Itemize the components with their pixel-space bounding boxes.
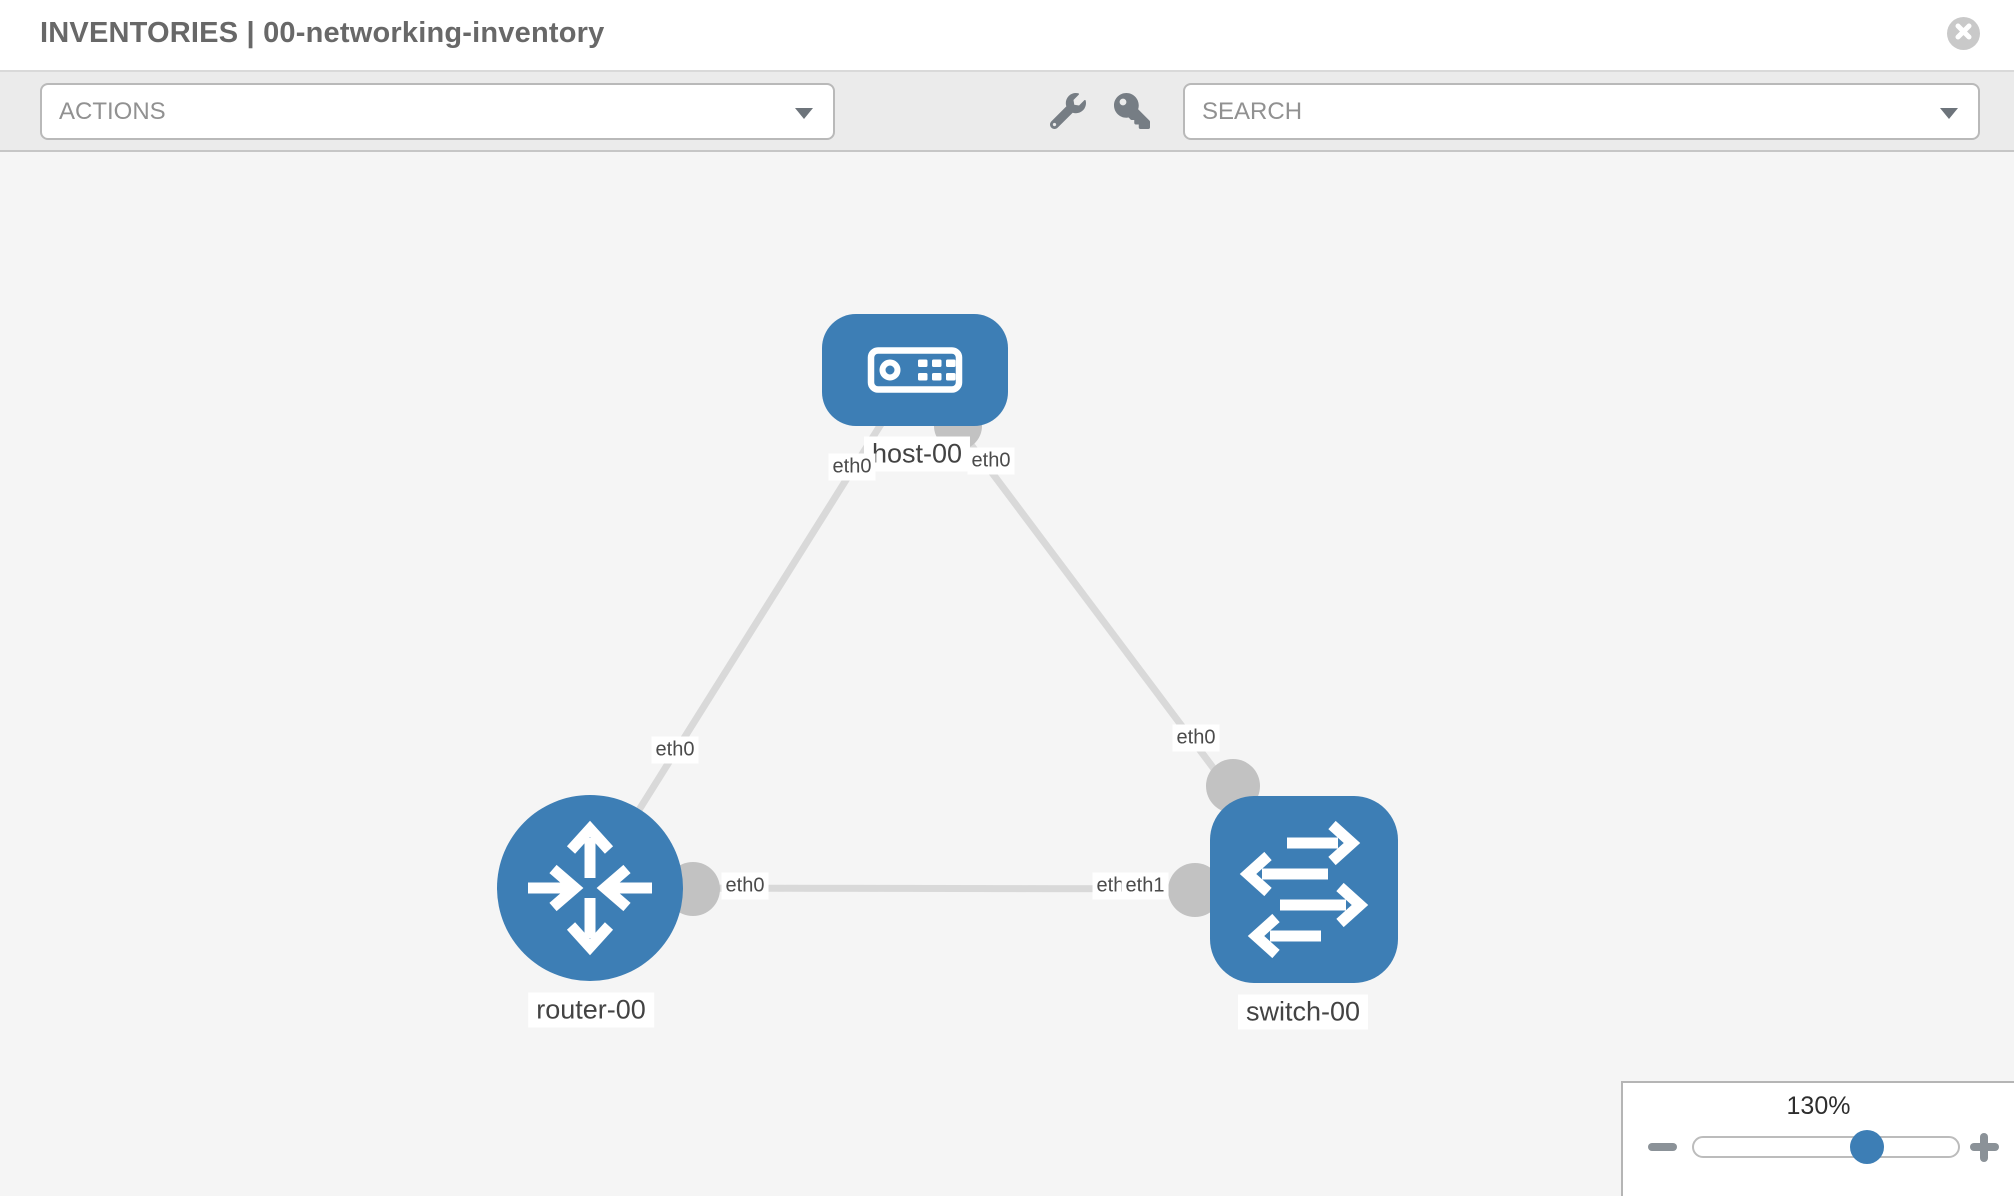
zoom-control-panel: 130% (1621, 1081, 2014, 1196)
iface-label-host-right: eth0 (967, 447, 1015, 475)
key-button[interactable] (1112, 92, 1152, 134)
close-button[interactable] (1947, 17, 1980, 50)
wrench-button[interactable] (1048, 92, 1088, 134)
search-dropdown[interactable]: SEARCH (1183, 83, 1980, 140)
node-router-00[interactable] (497, 795, 683, 981)
iface-label-router-top: eth0 (651, 736, 699, 764)
zoom-slider-knob[interactable] (1850, 1130, 1884, 1164)
node-switch-00[interactable] (1210, 796, 1398, 983)
iface-label-switch-left-front: eth1 (1121, 872, 1169, 900)
iface-label-host-left: eth0 (828, 453, 876, 481)
header: INVENTORIES | 00-networking-inventory (0, 0, 2014, 72)
switch-icon (1239, 820, 1369, 959)
close-icon (1954, 22, 1973, 46)
node-label-router: router-00 (528, 992, 654, 1028)
actions-dropdown-label: ACTIONS (59, 98, 166, 125)
key-icon (1114, 92, 1150, 134)
host-icon (867, 347, 963, 393)
node-label-host: host-00 (863, 436, 971, 472)
zoom-out-icon[interactable] (1648, 1143, 1677, 1151)
toolbar: ACTIONS SEARCH (0, 72, 2014, 152)
router-icon (528, 820, 652, 956)
page-title: INVENTORIES | 00-networking-inventory (40, 17, 605, 49)
zoom-slider-track[interactable] (1692, 1130, 1960, 1164)
node-label-switch: switch-00 (1237, 994, 1369, 1030)
search-dropdown-label: SEARCH (1202, 98, 1303, 125)
actions-dropdown[interactable]: ACTIONS (40, 83, 835, 140)
topology-canvas[interactable]: host-00 router-00 switch-00 eth0 eth0 et… (0, 152, 2014, 1196)
port-circle (1168, 863, 1222, 917)
node-host-00[interactable] (822, 314, 1008, 426)
iface-label-switch-top: eth0 (1172, 724, 1220, 752)
wrench-icon (1049, 92, 1086, 134)
zoom-level-value: 130% (1786, 1092, 1851, 1120)
chevron-down-icon (795, 108, 813, 119)
chevron-down-icon (1940, 108, 1958, 119)
zoom-in-icon[interactable] (1970, 1133, 1999, 1162)
iface-label-router-right: eth0 (721, 872, 769, 900)
